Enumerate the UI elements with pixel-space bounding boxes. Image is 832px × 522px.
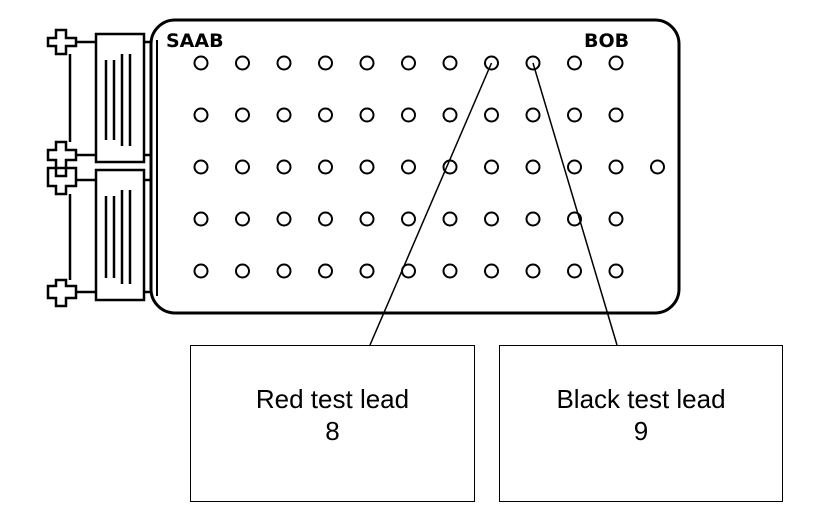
red-test-lead-label: Red test lead: [255, 383, 410, 414]
pin-hole: [359, 107, 375, 123]
black-leader-line: [532, 62, 618, 346]
pin-hole: [193, 159, 209, 175]
board-label-left: SAAB: [166, 30, 224, 52]
black-test-lead-pin: 9: [633, 415, 649, 446]
connector-plugs: [46, 28, 154, 308]
pin-hole: [318, 55, 333, 71]
pin-hole: [359, 211, 375, 227]
pin-hole: [401, 107, 416, 123]
pin-hole: [608, 55, 624, 71]
pin-hole: [318, 159, 333, 175]
pin-hole: [276, 55, 292, 71]
pin-hole: [484, 263, 499, 279]
pin-hole: [608, 159, 624, 175]
pin-hole: [276, 263, 292, 279]
pin-hole: [567, 107, 582, 123]
pin-hole: [567, 159, 582, 175]
pin-hole: [608, 107, 624, 123]
red-leader-line: [369, 62, 493, 346]
pin-hole: [193, 263, 209, 279]
pin-hole: [442, 55, 458, 71]
pin-hole: [193, 107, 209, 123]
black-test-lead-callout: Black test lead 9: [499, 345, 783, 502]
pin-hole: [484, 159, 499, 175]
connector-plug-lower: [46, 166, 154, 308]
pin-hole: [235, 55, 250, 71]
red-test-lead-pin: 8: [325, 415, 340, 446]
pin-hole: [359, 263, 375, 279]
pin-hole: [359, 159, 375, 175]
pin-hole: [235, 263, 250, 279]
pin-hole: [608, 211, 624, 227]
pin-hole: [484, 211, 499, 227]
pin-hole: [276, 211, 292, 227]
black-test-lead-label: Black test lead: [556, 383, 726, 414]
pin-hole: [318, 263, 333, 279]
pin-hole: [442, 211, 458, 227]
connector-plug-upper: [46, 28, 154, 170]
pin-hole: [401, 159, 416, 175]
pin-hole: [318, 107, 333, 123]
pin-hole: [484, 107, 499, 123]
pin-hole: [650, 159, 665, 175]
pin-hole: [525, 107, 541, 123]
pin-hole: [235, 107, 250, 123]
board-label-right: BOB: [584, 30, 629, 52]
leader-lines: [369, 62, 618, 346]
pin-hole: [608, 263, 624, 279]
pin-hole: [276, 107, 292, 123]
pin-holes: [193, 55, 665, 279]
pin-hole: [442, 263, 458, 279]
pin-hole: [193, 55, 209, 71]
pin-hole: [567, 55, 582, 71]
pin-hole: [359, 55, 375, 71]
pin-hole: [442, 107, 458, 123]
pin-hole: [276, 159, 292, 175]
pin-hole: [525, 211, 541, 227]
pin-hole: [401, 211, 416, 227]
pin-hole: [567, 263, 582, 279]
pin-hole: [235, 159, 250, 175]
pin-hole: [525, 159, 541, 175]
pin-hole: [401, 55, 416, 71]
pin-hole: [235, 211, 250, 227]
pin-hole: [525, 263, 541, 279]
pin-hole: [318, 211, 333, 227]
pin-hole: [193, 211, 209, 227]
red-test-lead-callout: Red test lead 8: [190, 345, 475, 502]
